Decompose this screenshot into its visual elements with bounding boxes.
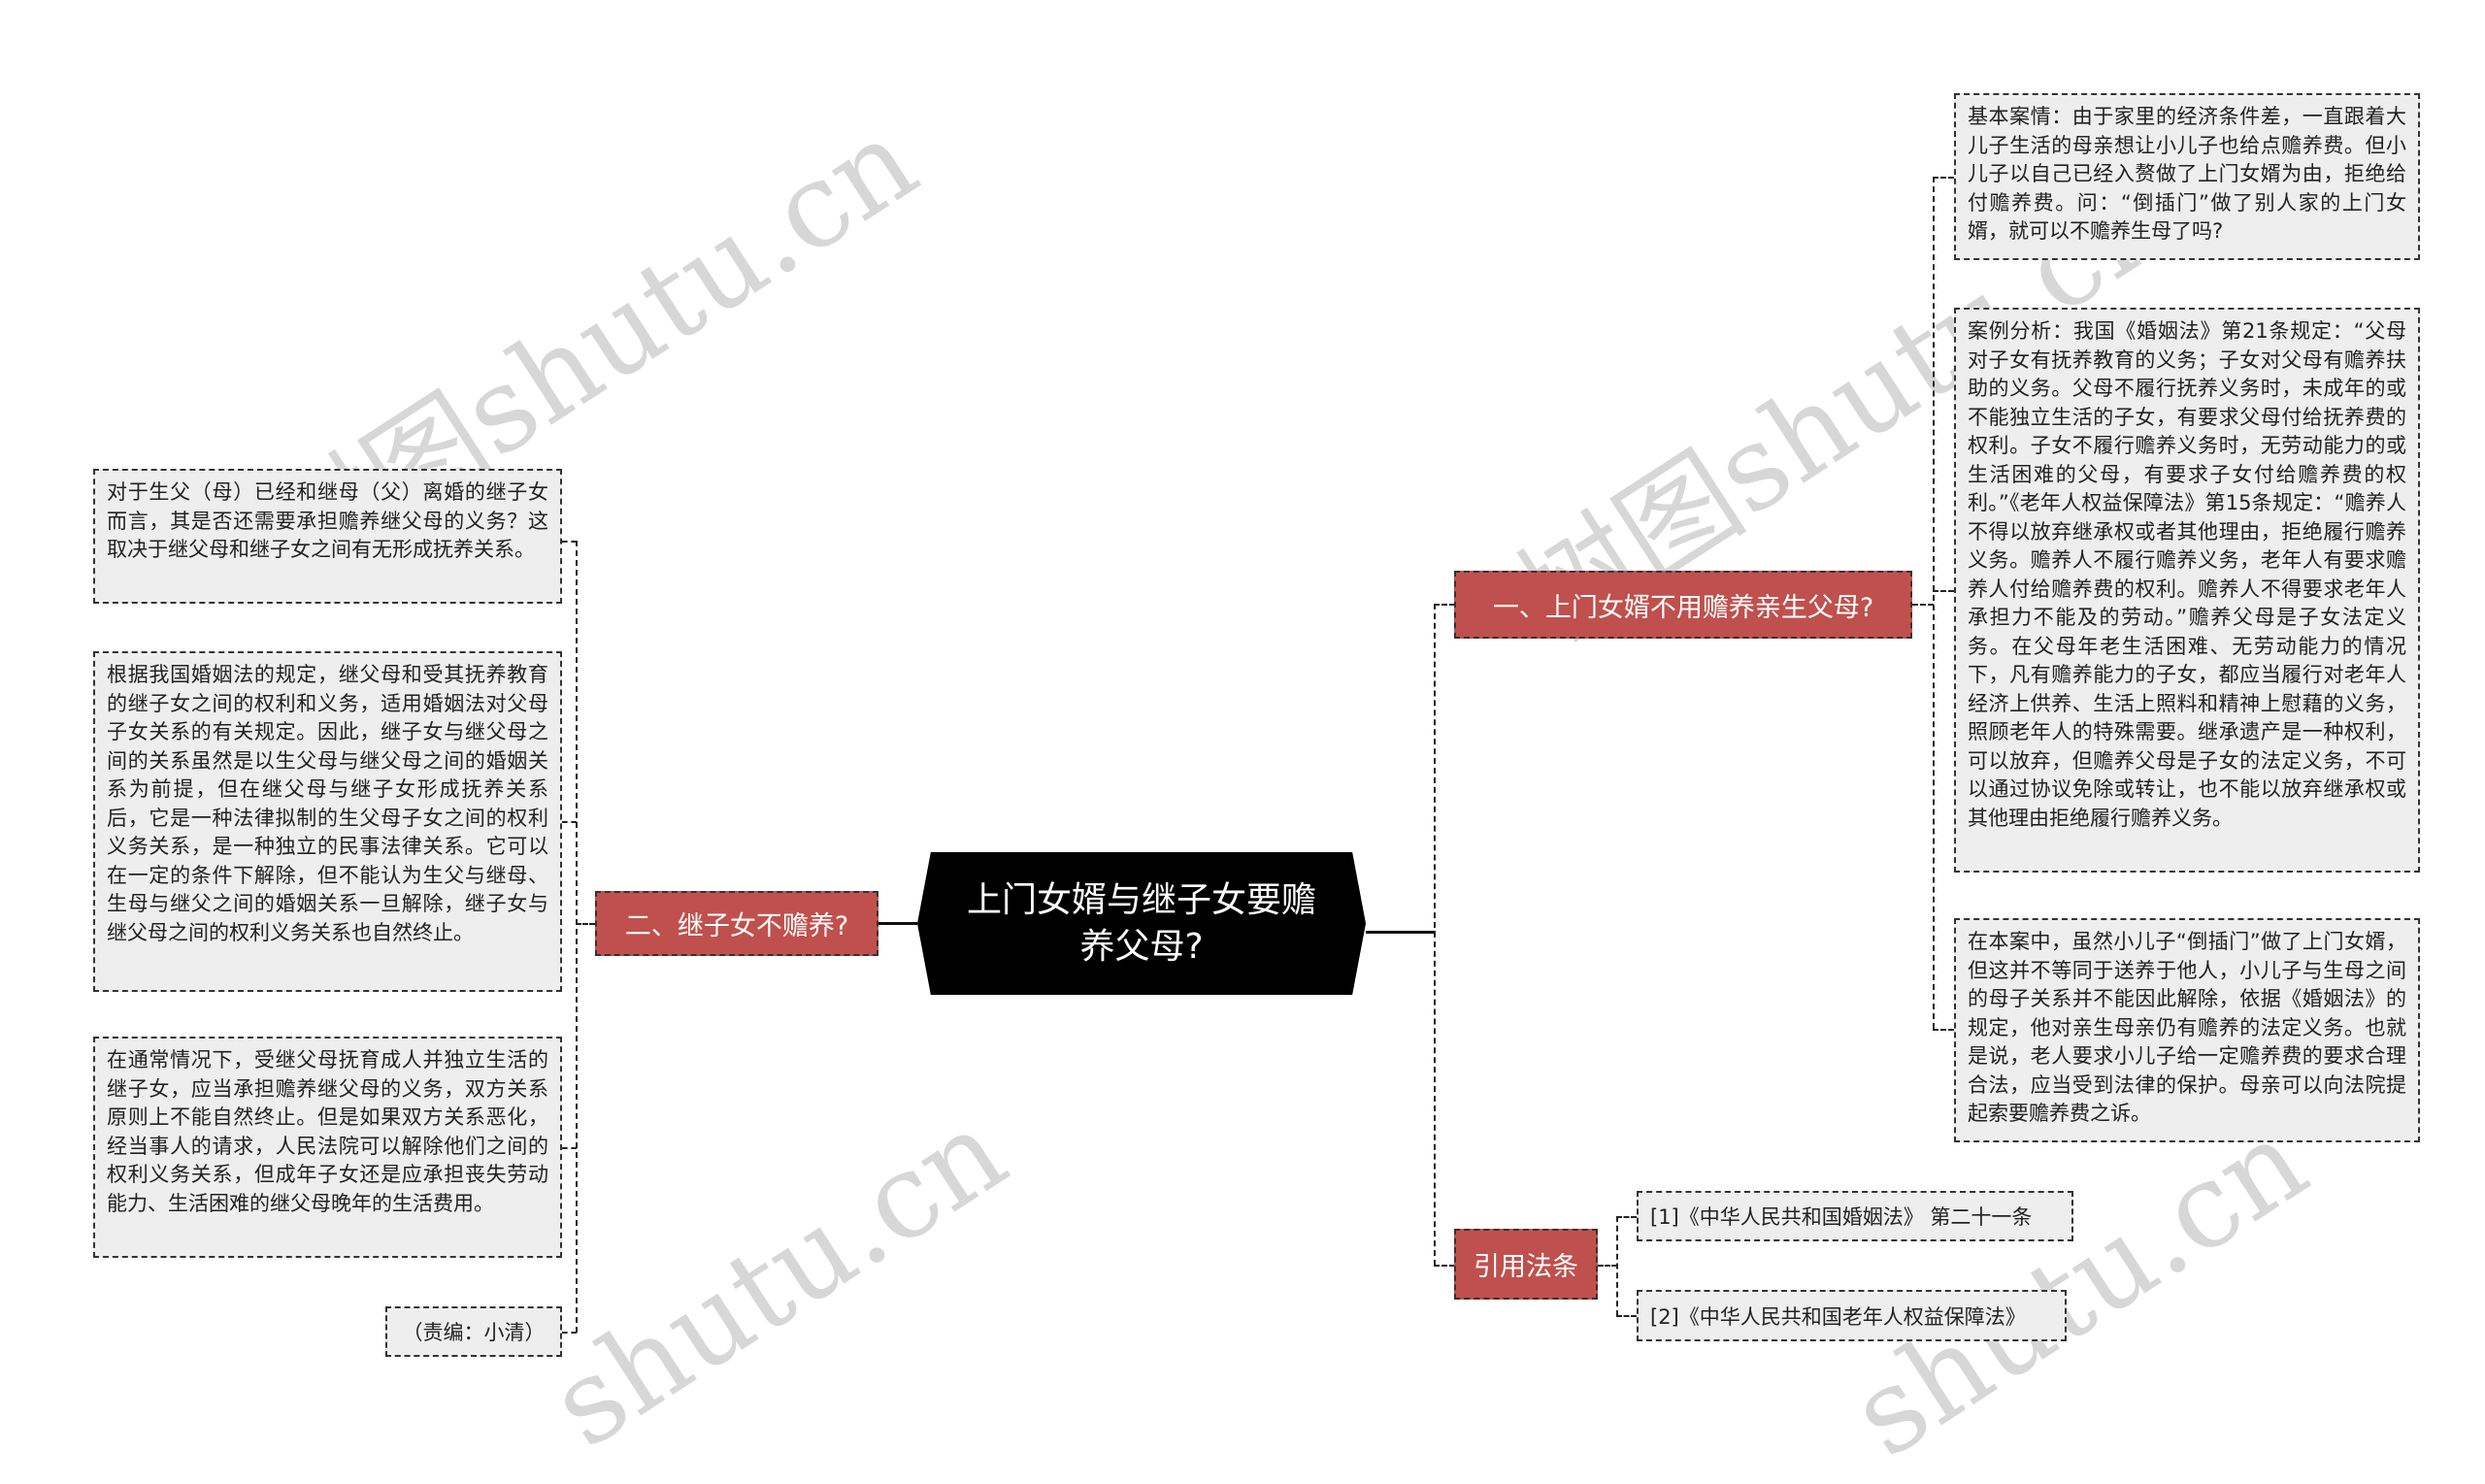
leaf-text: 对于生父（母）已经和继母（父）离婚的继子女而言，其是否还需要承担赡养继父母的义务… — [107, 480, 548, 561]
connector — [1933, 1029, 1954, 1031]
connector — [562, 1147, 577, 1149]
leaf-node-editor[interactable]: （责编：小清） — [385, 1306, 562, 1357]
connector — [1616, 1315, 1637, 1317]
citation-item-2[interactable]: [2]《中华人民共和国老年人权益保障法》 — [1637, 1290, 2067, 1341]
watermark: shutu.cn — [1829, 1093, 2330, 1484]
connector — [1933, 590, 1954, 592]
branch-node-right-1[interactable]: 一、上门女婿不用赡养亲生父母? — [1454, 571, 1912, 639]
branch-label: 二、继子女不赡养? — [624, 911, 849, 941]
central-topic-title: 上门女婿与继子女要赡养父母? — [966, 879, 1316, 967]
connector — [562, 821, 577, 823]
connector — [1912, 604, 1934, 606]
connector — [1933, 177, 1935, 1029]
central-topic[interactable]: 上门女婿与继子女要赡养父母? — [917, 852, 1366, 995]
leaf-text: 根据我国婚姻法的规定，继父母和受其抚养教育的继子女之间的权利和义务，适用婚姻法对… — [107, 663, 548, 944]
watermark: shutu.cn — [528, 1083, 1029, 1474]
branch-node-left-1[interactable]: 二、继子女不赡养? — [595, 891, 878, 956]
connector — [1616, 1216, 1618, 1316]
leaf-text: 在通常情况下，受继父母抚育成人并独立生活的继子女，应当承担赡养继父母的义务，双方… — [107, 1048, 548, 1215]
leaf-text: 案例分析：我国《婚姻法》第21条规定：“父母对子女有抚养教育的义务；子女对父母有… — [1968, 319, 2406, 830]
central-topic-shape — [917, 852, 1366, 995]
connector — [576, 923, 595, 925]
citation-item-1[interactable]: [1]《中华人民共和国婚姻法》 第二十一条 — [1637, 1191, 2073, 1241]
connector — [576, 541, 578, 1333]
connector — [1434, 604, 1436, 1266]
leaf-node-case-analysis[interactable]: 案例分析：我国《婚姻法》第21条规定：“父母对子女有抚养教育的义务；子女对父母有… — [1954, 308, 2420, 873]
connector — [1933, 177, 1954, 179]
connector — [1616, 1216, 1637, 1218]
leaf-node-case-facts[interactable]: 基本案情：由于家里的经济条件差，一直跟着大儿子生活的母亲想让小儿子也给点赡养费。… — [1954, 93, 2420, 260]
connector — [1366, 931, 1436, 934]
connector — [878, 922, 917, 925]
connector — [562, 1332, 577, 1334]
citation-text: [2]《中华人民共和国老年人权益保障法》 — [1650, 1304, 2026, 1329]
branch-label: 一、上门女婿不用赡养亲生父母? — [1492, 592, 1874, 623]
editor-credit: （责编：小清） — [402, 1321, 546, 1344]
branch-label: 引用法条 — [1474, 1252, 1578, 1282]
leaf-text: 在本案中，虽然小儿子“倒插门”做了上门女婿，但这并不等同于送养于他人，小儿子与生… — [1968, 930, 2406, 1125]
connector — [1434, 1265, 1455, 1267]
connector — [1434, 604, 1455, 606]
leaf-node-legal-basis[interactable]: 根据我国婚姻法的规定，继父母和受其抚养教育的继子女之间的权利和义务，适用婚姻法对… — [93, 651, 562, 992]
leaf-text: 基本案情：由于家里的经济条件差，一直跟着大儿子生活的母亲想让小儿子也给点赡养费。… — [1968, 105, 2406, 243]
leaf-node-divorce-question[interactable]: 对于生父（母）已经和继母（父）离婚的继子女而言，其是否还需要承担赡养继父母的义务… — [93, 469, 562, 604]
branch-node-citations[interactable]: 引用法条 — [1454, 1229, 1598, 1300]
leaf-node-normal-circumstances[interactable]: 在通常情况下，受继父母抚育成人并独立生活的继子女，应当承担赡养继父母的义务，双方… — [93, 1037, 562, 1258]
leaf-node-case-conclusion[interactable]: 在本案中，虽然小儿子“倒插门”做了上门女婿，但这并不等同于送养于他人，小儿子与生… — [1954, 918, 2420, 1142]
connector — [1598, 1265, 1617, 1267]
connector — [562, 541, 577, 543]
citation-text: [1]《中华人民共和国婚姻法》 第二十一条 — [1650, 1205, 2033, 1229]
